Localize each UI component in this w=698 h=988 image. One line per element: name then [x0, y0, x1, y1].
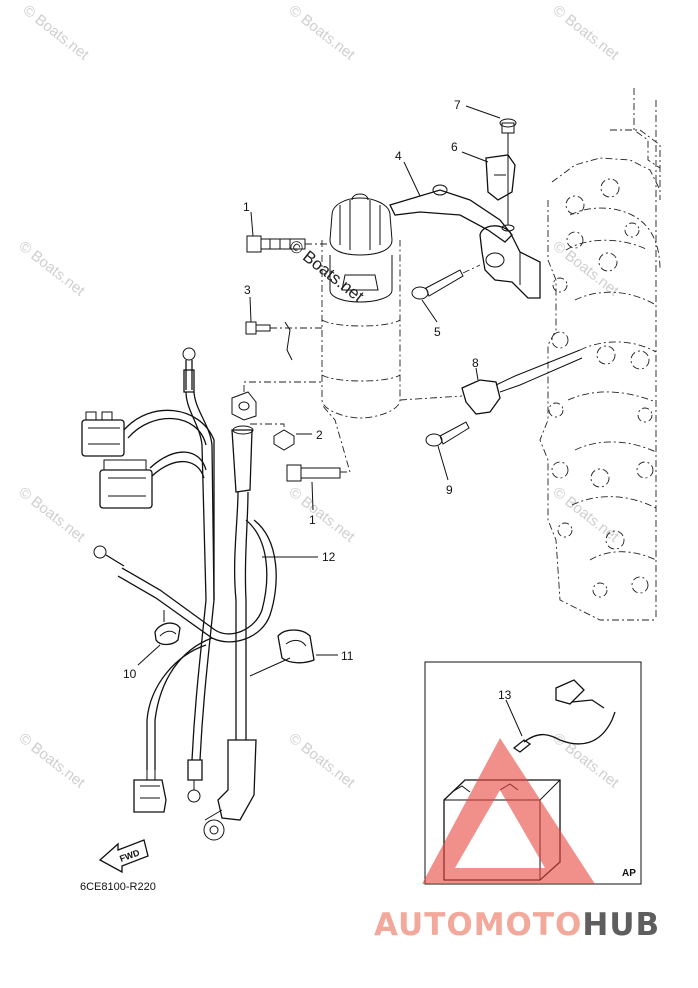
callout-1-lower: 1	[309, 513, 316, 527]
wire-lead-8	[399, 349, 583, 415]
callout-13: 13	[498, 688, 512, 702]
callout-3: 3	[244, 283, 251, 297]
engine-block-outline	[539, 88, 661, 621]
watermark: © Boats.net	[16, 238, 89, 300]
callout-10: 10	[123, 667, 137, 681]
callout-7: 7	[454, 98, 461, 112]
diagram-code: 6CE8100-R220	[80, 881, 156, 893]
watermark-layer: © Boats.net © Boats.net © Boats.net © Bo…	[16, 2, 623, 792]
brand-part-2: HUB	[582, 907, 660, 943]
lead-13	[512, 679, 616, 753]
nut-2	[250, 423, 295, 451]
watermark: © Boats.net	[550, 484, 623, 546]
connector-upper	[81, 411, 125, 457]
callout-labels: 1 1 2 3 4 5 6 7 8 9 10 11 12 13	[123, 98, 512, 702]
brand-triangle-icon	[422, 738, 595, 884]
inset-badge: AP	[622, 868, 636, 879]
bolt-3	[245, 321, 325, 361]
watermark: © Boats.net	[550, 238, 623, 300]
watermark: © Boats.net	[286, 730, 359, 792]
bolt-1-upper	[246, 235, 330, 253]
fwd-arrow-icon: FWD	[98, 839, 149, 874]
callout-8: 8	[472, 356, 479, 370]
watermark-dark: © Boats.net	[286, 236, 368, 306]
brand-wordmark: AUTOMOTOHUB	[374, 907, 660, 943]
brand-part-1: AUTOMOTO	[374, 907, 582, 943]
ring-terminal-bottom	[187, 759, 203, 803]
callout-1-upper: 1	[243, 200, 250, 214]
fwd-label: FWD	[118, 847, 141, 864]
bolt-1-lower	[286, 404, 351, 482]
watermark: © Boats.net	[286, 2, 359, 64]
watermark: © Boats.net	[286, 484, 359, 546]
brand-logo: AUTOMOTOHUB	[374, 738, 660, 943]
starter-bracket	[389, 184, 541, 299]
wire-harness	[117, 347, 277, 841]
callout-9: 9	[446, 483, 453, 497]
connector-bottom	[133, 770, 167, 813]
callout-6: 6	[451, 140, 458, 154]
bracket-6	[485, 154, 516, 201]
callout-2: 2	[316, 428, 323, 442]
ring-terminal-left	[93, 545, 125, 567]
starter-motor	[321, 193, 401, 419]
watermark: © Boats.net	[550, 2, 623, 64]
bolt-7	[499, 118, 517, 232]
callout-12: 12	[322, 550, 336, 564]
watermark: © Boats.net	[16, 730, 89, 792]
leader-lines	[137, 105, 523, 737]
callout-11: 11	[341, 649, 354, 663]
clamp-10	[154, 610, 181, 646]
watermark: © Boats.net	[16, 484, 89, 546]
callout-4: 4	[395, 149, 402, 163]
callout-5: 5	[434, 325, 441, 339]
connector-middle	[99, 459, 153, 509]
bolt-9	[425, 421, 470, 447]
washer	[231, 381, 322, 421]
clamp-11	[249, 629, 315, 677]
watermark: © Boats.net	[20, 2, 93, 64]
bolt-5	[411, 264, 481, 300]
